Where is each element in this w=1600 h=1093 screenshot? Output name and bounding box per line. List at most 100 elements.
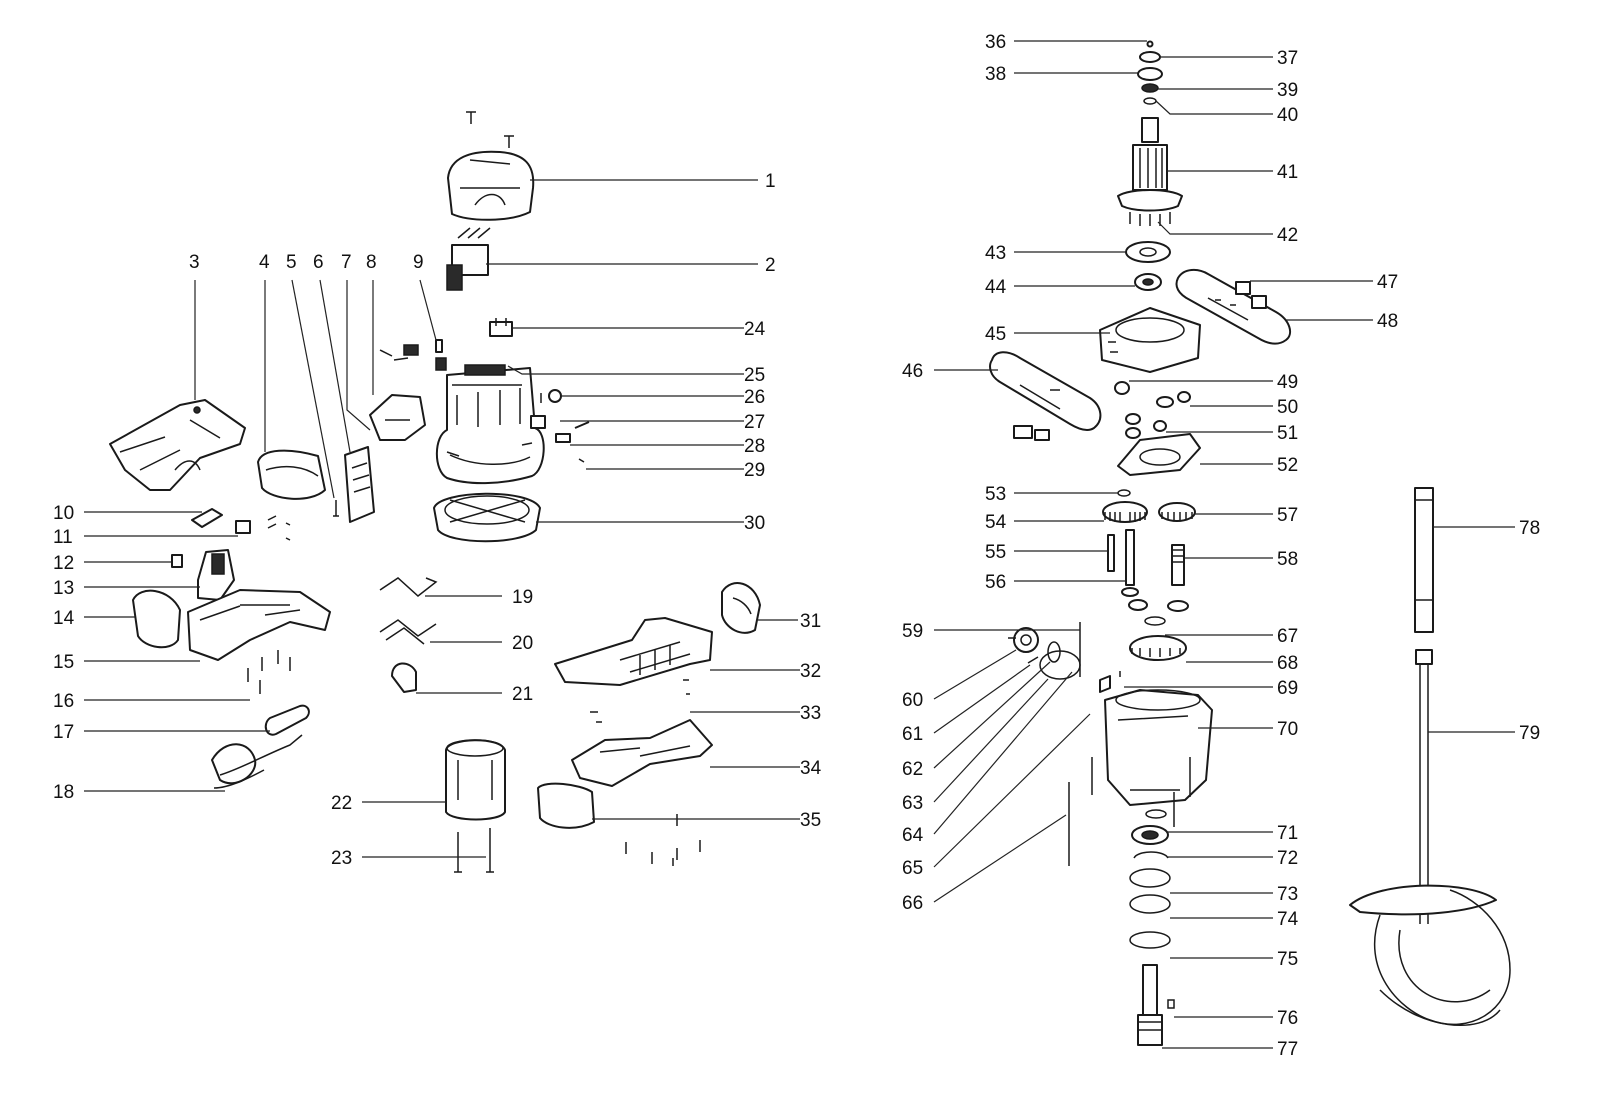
callout-29: 29 [586, 460, 765, 481]
callout-76: 76 [1174, 1008, 1298, 1029]
callout-9: 9 [413, 252, 437, 341]
callout-61: 61 [902, 664, 1031, 745]
callout-37-label: 37 [1277, 48, 1298, 69]
part-drawings [109, 40, 1511, 1046]
callout-8: 8 [366, 252, 377, 395]
callout-63: 63 [902, 678, 1049, 814]
callout-1: 1 [530, 171, 776, 192]
callout-42: 42 [1157, 221, 1298, 246]
callout-38-label: 38 [985, 64, 1006, 85]
callout-53: 53 [985, 484, 1118, 505]
callout-12: 12 [53, 553, 172, 574]
callout-73-label: 73 [1277, 884, 1298, 905]
callout-16: 16 [53, 691, 250, 712]
callout-50: 50 [1190, 397, 1298, 418]
callout-32-label: 32 [800, 661, 821, 682]
callout-70: 70 [1198, 719, 1298, 740]
callout-25-label: 25 [744, 365, 765, 386]
callout-1-label: 1 [765, 171, 776, 192]
callout-77: 77 [1162, 1039, 1298, 1060]
callout-36: 36 [985, 32, 1147, 53]
callout-72-label: 72 [1277, 848, 1298, 869]
callout-4-label: 4 [259, 252, 270, 273]
callout-34: 34 [710, 758, 822, 779]
callout-28: 28 [570, 436, 765, 457]
callout-75: 75 [1170, 949, 1298, 970]
callout-43: 43 [985, 243, 1126, 264]
callout-17: 17 [53, 722, 270, 743]
callout-19: 19 [425, 587, 533, 608]
callout-56: 56 [985, 572, 1126, 593]
callout-39-label: 39 [1277, 80, 1298, 101]
callout-20: 20 [430, 633, 533, 654]
callout-68-label: 68 [1277, 653, 1298, 674]
callout-18: 18 [53, 782, 225, 803]
callout-50-label: 50 [1277, 397, 1298, 418]
callout-69-label: 69 [1277, 678, 1298, 699]
callout-18-label: 18 [53, 782, 74, 803]
callout-60-label: 60 [902, 690, 923, 711]
callout-27: 27 [560, 412, 765, 433]
callout-36-label: 36 [985, 32, 1006, 53]
callout-75-label: 75 [1277, 949, 1298, 970]
callout-57: 57 [1195, 505, 1298, 526]
callout-44-label: 44 [985, 277, 1007, 298]
callout-21-label: 21 [512, 684, 533, 705]
callout-64-label: 64 [902, 825, 924, 846]
callout-72: 72 [1168, 848, 1298, 869]
callout-22-label: 22 [331, 793, 352, 814]
callout-3-label: 3 [189, 252, 200, 273]
callout-21: 21 [416, 684, 533, 705]
callout-79: 79 [1428, 723, 1540, 744]
callout-7-label: 7 [341, 252, 352, 273]
callout-54-label: 54 [985, 512, 1007, 533]
callout-54: 54 [985, 512, 1104, 533]
callout-41-label: 41 [1277, 162, 1298, 183]
callout-23: 23 [331, 848, 486, 869]
callout-6: 6 [313, 252, 351, 453]
callouts: 1 2 3 4 5 6 7 8 9 10 11 12 13 14 15 16 1… [53, 32, 1540, 1060]
callout-12-label: 12 [53, 553, 74, 574]
callout-52-label: 52 [1277, 455, 1298, 476]
callout-35-label: 35 [800, 810, 821, 831]
callout-14-label: 14 [53, 608, 75, 629]
callout-28-label: 28 [744, 436, 765, 457]
callout-55-label: 55 [985, 542, 1006, 563]
callout-11: 11 [53, 527, 238, 548]
callout-39: 39 [1158, 80, 1298, 101]
callout-2: 2 [486, 255, 776, 276]
callout-74: 74 [1170, 909, 1299, 930]
callout-51: 51 [1166, 423, 1298, 444]
callout-76-label: 76 [1277, 1008, 1298, 1029]
callout-49-label: 49 [1277, 372, 1298, 393]
callout-24-label: 24 [744, 319, 766, 340]
callout-65: 65 [902, 713, 1091, 879]
callout-70-label: 70 [1277, 719, 1298, 740]
callout-23-label: 23 [331, 848, 352, 869]
callout-20-label: 20 [512, 633, 533, 654]
callout-55: 55 [985, 542, 1108, 563]
callout-52: 52 [1200, 455, 1298, 476]
callout-26: 26 [561, 387, 765, 408]
callout-67: 67 [1165, 626, 1298, 647]
callout-44: 44 [985, 277, 1135, 298]
callout-61-label: 61 [902, 724, 923, 745]
callout-48-label: 48 [1377, 311, 1398, 332]
callout-69: 69 [1124, 678, 1298, 699]
callout-13: 13 [53, 578, 200, 599]
callout-19-label: 19 [512, 587, 533, 608]
callout-71-label: 71 [1277, 823, 1298, 844]
callout-45: 45 [985, 324, 1110, 345]
callout-9-label: 9 [413, 252, 424, 273]
callout-22: 22 [331, 793, 446, 814]
callout-13-label: 13 [53, 578, 74, 599]
callout-58: 58 [1184, 549, 1298, 570]
callout-46: 46 [902, 361, 998, 382]
callout-15-label: 15 [53, 652, 74, 673]
callout-59-label: 59 [902, 621, 923, 642]
callout-74-label: 74 [1277, 909, 1299, 930]
callout-43-label: 43 [985, 243, 1006, 264]
callout-35: 35 [592, 810, 821, 831]
callout-16-label: 16 [53, 691, 74, 712]
